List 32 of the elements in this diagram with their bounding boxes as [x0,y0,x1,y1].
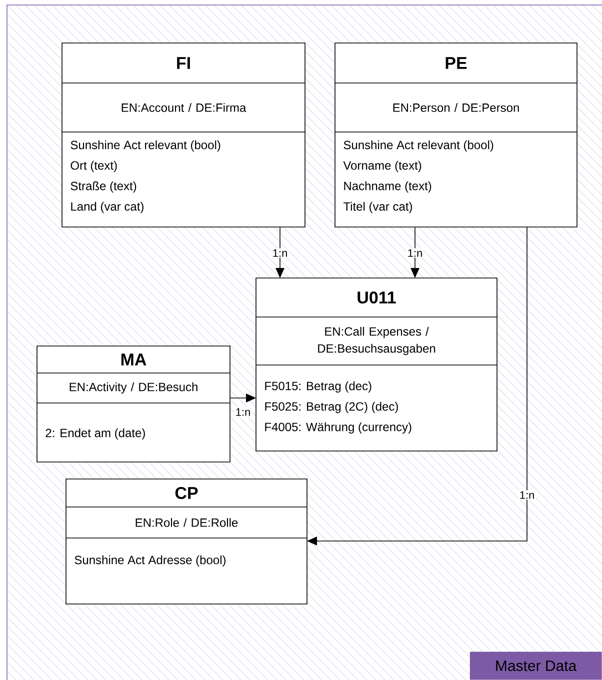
entity-subtitle: EN:Account / DE:Firma [122,103,246,112]
edge-label: 1:n [234,407,252,417]
arrow [410,227,420,278]
entity-subtitle: EN:Person / DE:Person [393,103,519,112]
entity-subtitle: EN:Call Expenses / DE:Besuchsausgaben [318,326,436,356]
attribute-text: 2: Endet am (date) [46,428,145,440]
entity-title: CP [175,486,198,500]
attribute-text: Land (var cat) [71,202,144,214]
attribute-text: F5015: Betrag (dec) [265,381,372,393]
attribute-text: F4005: Währung (currency) [265,422,412,434]
attribute-text: Straße (text) [70,181,136,193]
arrow [307,227,528,546]
attribute-text: Titel (var cat) [343,202,412,214]
attribute-text: Sunshine Act Adresse (bool) [74,555,226,567]
entity-subtitle: EN:Activity / DE:Besuch [70,382,198,394]
entity-title: U011 [358,291,396,304]
entity-title: PE [446,57,467,69]
edge-label: 1:n [271,248,289,258]
entity-title: MA [121,354,146,366]
arrow [276,227,284,278]
edge-label: 1:n [406,248,424,258]
edge-label: 1:n [518,490,536,500]
attribute-text: Ort (text) [70,160,117,172]
arrow [230,394,256,402]
entity-title: FI [177,57,190,69]
attribute-text: Nachname (text) [344,181,432,193]
attribute-text: Vorname (text) [343,160,422,172]
attribute-text: Sunshine Act relevant (bool) [70,140,220,152]
attribute-text: Sunshine Act relevant (bool) [344,140,494,152]
section-tab: Master Data [470,652,602,680]
entity-subtitle: EN:Role / DE:Rolle [136,518,238,527]
attribute-text: F5025: Betrag (2C) (dec) [265,402,398,414]
